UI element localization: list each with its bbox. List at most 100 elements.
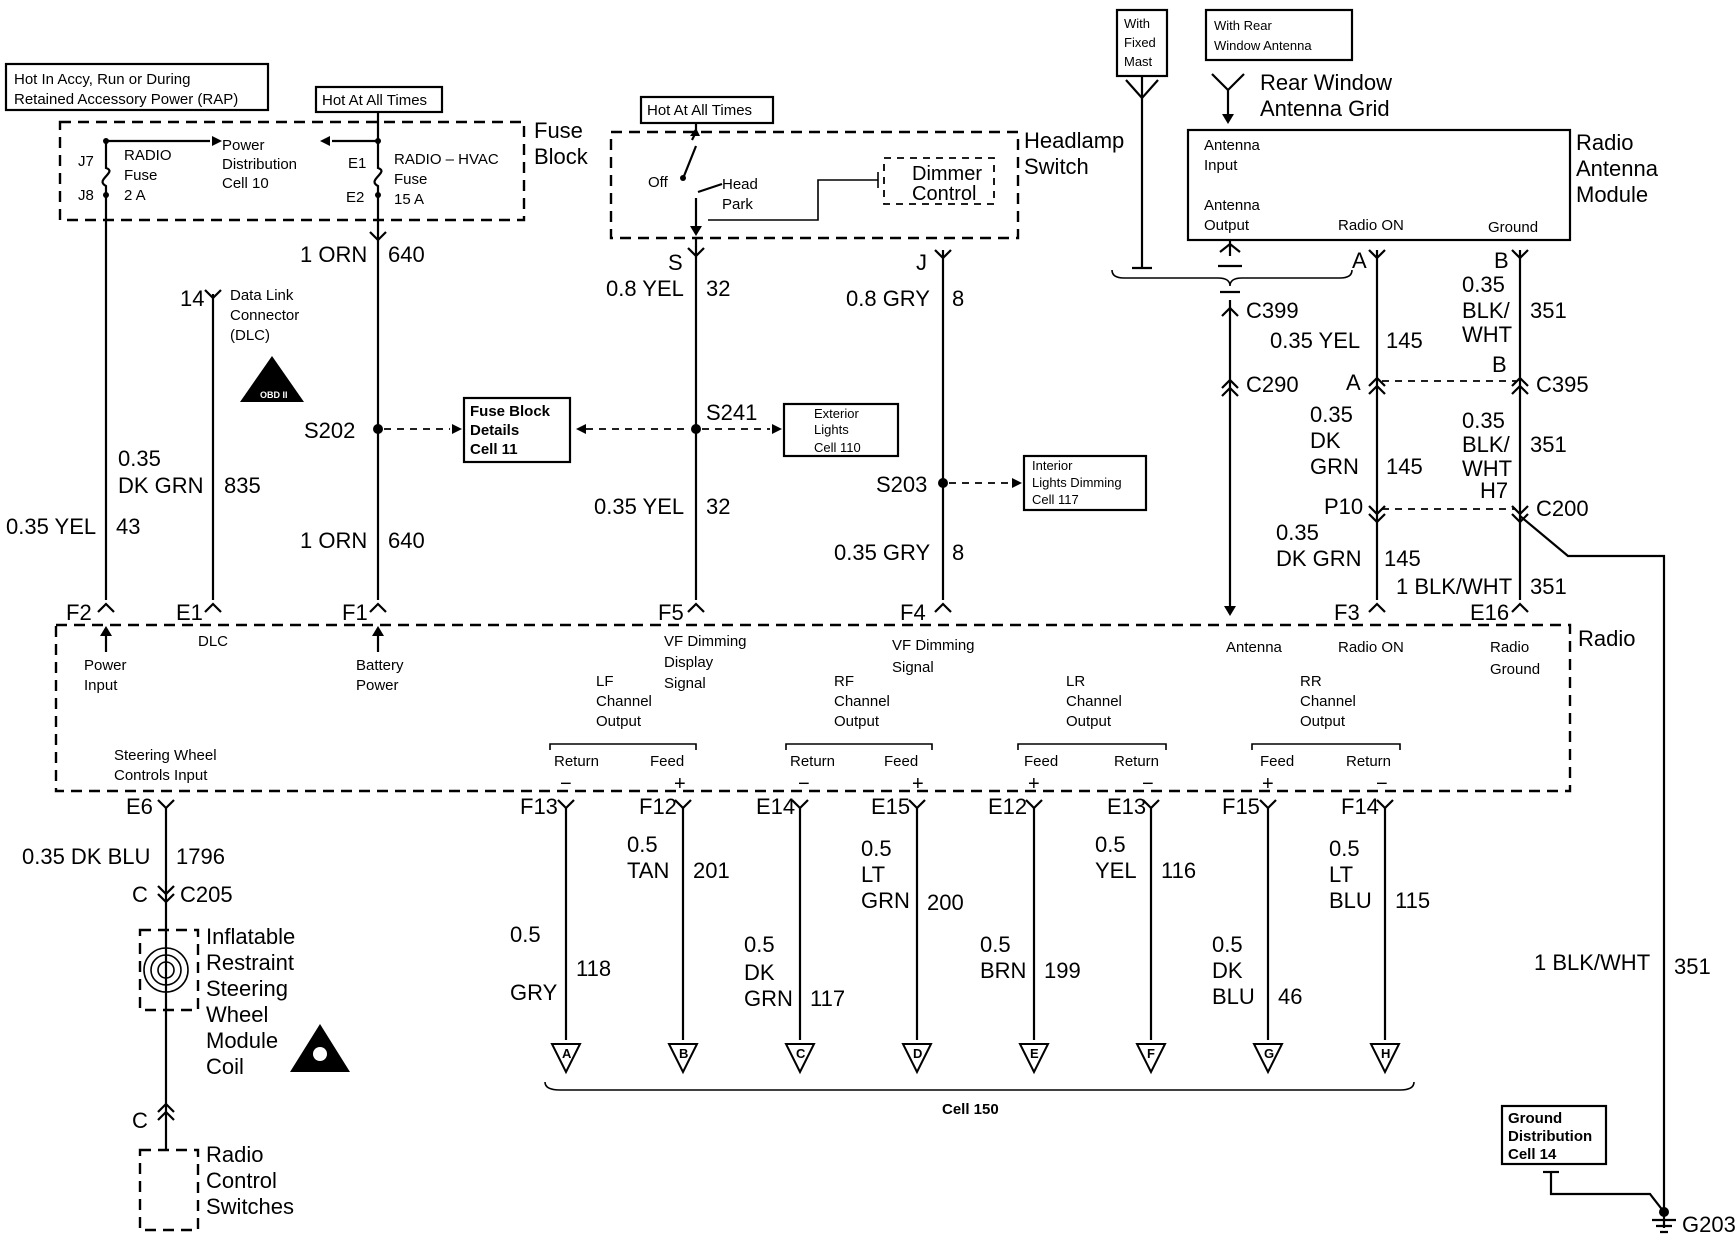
svg-text:0.8 YEL: 0.8 YEL [606, 276, 684, 301]
svg-text:Power: Power [222, 137, 265, 154]
svg-text:Output: Output [1066, 713, 1112, 730]
radio-antenna-module: Antenna Input Antenna Output Radio ON Gr… [1186, 128, 1659, 242]
svg-text:−: − [1376, 773, 1388, 795]
speaker-circuit: 199 [1044, 958, 1081, 983]
svg-text:Radio ON: Radio ON [1338, 639, 1404, 656]
svg-text:DK GRN: DK GRN [1276, 546, 1362, 571]
svg-text:Antenna: Antenna [1226, 639, 1283, 656]
speaker-ref-letter: C [796, 1046, 806, 1061]
speaker-wire-color: LT [1329, 862, 1353, 887]
svg-text:VF Dimming: VF Dimming [892, 637, 975, 654]
svg-text:C395: C395 [1536, 372, 1589, 397]
connector-labels: 14 Data Link Connector (DLC) OBD II S202… [132, 248, 1736, 1237]
svg-text:H7: H7 [1480, 478, 1508, 503]
speaker-circuit: 200 [927, 890, 964, 915]
ground-distribution-ref: Ground Distribution Cell 14 [1500, 1104, 1608, 1166]
speaker-pin: F12 [639, 794, 677, 819]
svg-text:C200: C200 [1536, 496, 1589, 521]
svg-text:Data Link: Data Link [230, 287, 294, 304]
speaker-wire-color: DK [1212, 958, 1243, 983]
obd-ii-icon: OBD II [240, 356, 304, 402]
svg-text:+: + [1262, 773, 1274, 795]
svg-text:1 BLK/WHT: 1 BLK/WHT [1534, 950, 1650, 975]
speaker-pin: F13 [520, 794, 558, 819]
svg-text:Dimmer: Dimmer [912, 163, 982, 185]
steering-wheel-section: Inflatable Restraint Steering Wheel Modu… [138, 808, 350, 1232]
svg-text:0.35: 0.35 [1276, 520, 1319, 545]
svg-text:8: 8 [952, 540, 964, 565]
svg-text:Module: Module [206, 1028, 278, 1053]
svg-text:C290: C290 [1246, 372, 1299, 397]
speaker-wire-color: DK [744, 960, 775, 985]
svg-text:Controls Input: Controls Input [114, 767, 208, 784]
svg-text:Cell 10: Cell 10 [222, 175, 269, 192]
svg-text:Feed: Feed [1024, 753, 1058, 770]
svg-text:Ground: Ground [1490, 661, 1540, 678]
svg-text:B: B [1492, 352, 1507, 377]
svg-text:Fuse Block: Fuse Block [470, 403, 551, 420]
svg-text:351: 351 [1530, 574, 1567, 599]
svg-text:Input: Input [84, 677, 118, 694]
svg-text:DLC: DLC [198, 633, 228, 650]
svg-text:Radio ON: Radio ON [1338, 217, 1404, 234]
svg-text:Display: Display [664, 654, 714, 671]
svg-text:1796: 1796 [176, 844, 225, 869]
svg-text:Channel: Channel [1300, 693, 1356, 710]
svg-text:145: 145 [1386, 328, 1423, 353]
svg-text:1 ORN: 1 ORN [300, 528, 367, 553]
svg-text:LF: LF [596, 673, 614, 690]
svg-text:E16: E16 [1470, 600, 1509, 625]
svg-text:Battery: Battery [356, 657, 404, 674]
svg-text:With: With [1124, 16, 1150, 31]
svg-text:+: + [912, 773, 924, 795]
svg-text:0.35 YEL: 0.35 YEL [6, 514, 96, 539]
svg-text:VF Dimming: VF Dimming [664, 633, 747, 650]
speaker-wire-color: BLU [1329, 888, 1372, 913]
svg-text:E2: E2 [346, 189, 364, 206]
svg-text:Fuse: Fuse [124, 167, 157, 184]
speaker-circuit: 118 [576, 956, 611, 981]
svg-text:DK: DK [1310, 428, 1341, 453]
svg-text:1 ORN: 1 ORN [300, 242, 367, 267]
speaker-wire-color: GRN [861, 888, 910, 913]
svg-text:Control: Control [206, 1168, 277, 1193]
svg-text:E6: E6 [126, 794, 153, 819]
svg-text:Signal: Signal [892, 659, 934, 676]
svg-text:RF: RF [834, 673, 854, 690]
svg-text:S: S [668, 250, 683, 275]
svg-text:8: 8 [952, 286, 964, 311]
speaker-wire-color: 0.5 [1329, 836, 1360, 861]
lf-channel: LF Channel Output Return Feed − + [549, 673, 697, 795]
rear-window-label: With Rear Window Antenna [1204, 8, 1354, 62]
speaker-pin: E15 [871, 794, 910, 819]
speaker-circuit: 115 [1395, 888, 1430, 913]
svg-text:F2: F2 [66, 600, 92, 625]
speaker-wire-color: 0.5 [1095, 832, 1126, 857]
svg-text:Fuse: Fuse [394, 171, 427, 188]
svg-text:Hot In Accy, Run or During: Hot In Accy, Run or During [14, 71, 190, 88]
svg-text:Window Antenna: Window Antenna [1214, 38, 1312, 53]
svg-text:With Rear: With Rear [1214, 18, 1272, 33]
svg-text:Antenna Grid: Antenna Grid [1260, 96, 1390, 121]
svg-text:OBD II: OBD II [260, 390, 288, 400]
speaker-circuit: 46 [1278, 984, 1302, 1009]
svg-text:835: 835 [224, 473, 261, 498]
speaker-wire-color: 0.5 [627, 832, 658, 857]
svg-text:Output: Output [834, 713, 880, 730]
svg-text:43: 43 [116, 514, 140, 539]
speaker-wire-color: BRN [980, 958, 1026, 983]
svg-text:Hot At All Times: Hot At All Times [322, 92, 427, 109]
headlamp-switch: Hot At All Times Headlamp Switch Off Hea… [609, 95, 1124, 275]
speaker-wire-color: GRN [744, 986, 793, 1011]
svg-text:351: 351 [1530, 298, 1567, 323]
svg-text:Cell 110: Cell 110 [814, 440, 861, 455]
svg-text:Interior: Interior [1032, 458, 1073, 473]
svg-text:Cell 117: Cell 117 [1032, 492, 1079, 507]
svg-text:Headlamp: Headlamp [1024, 128, 1124, 153]
svg-text:Cell 14: Cell 14 [1508, 1146, 1557, 1163]
svg-text:E1: E1 [176, 600, 203, 625]
svg-text:Hot At All Times: Hot At All Times [647, 102, 752, 119]
fixed-mast-label: With Fixed Mast [1115, 8, 1169, 78]
